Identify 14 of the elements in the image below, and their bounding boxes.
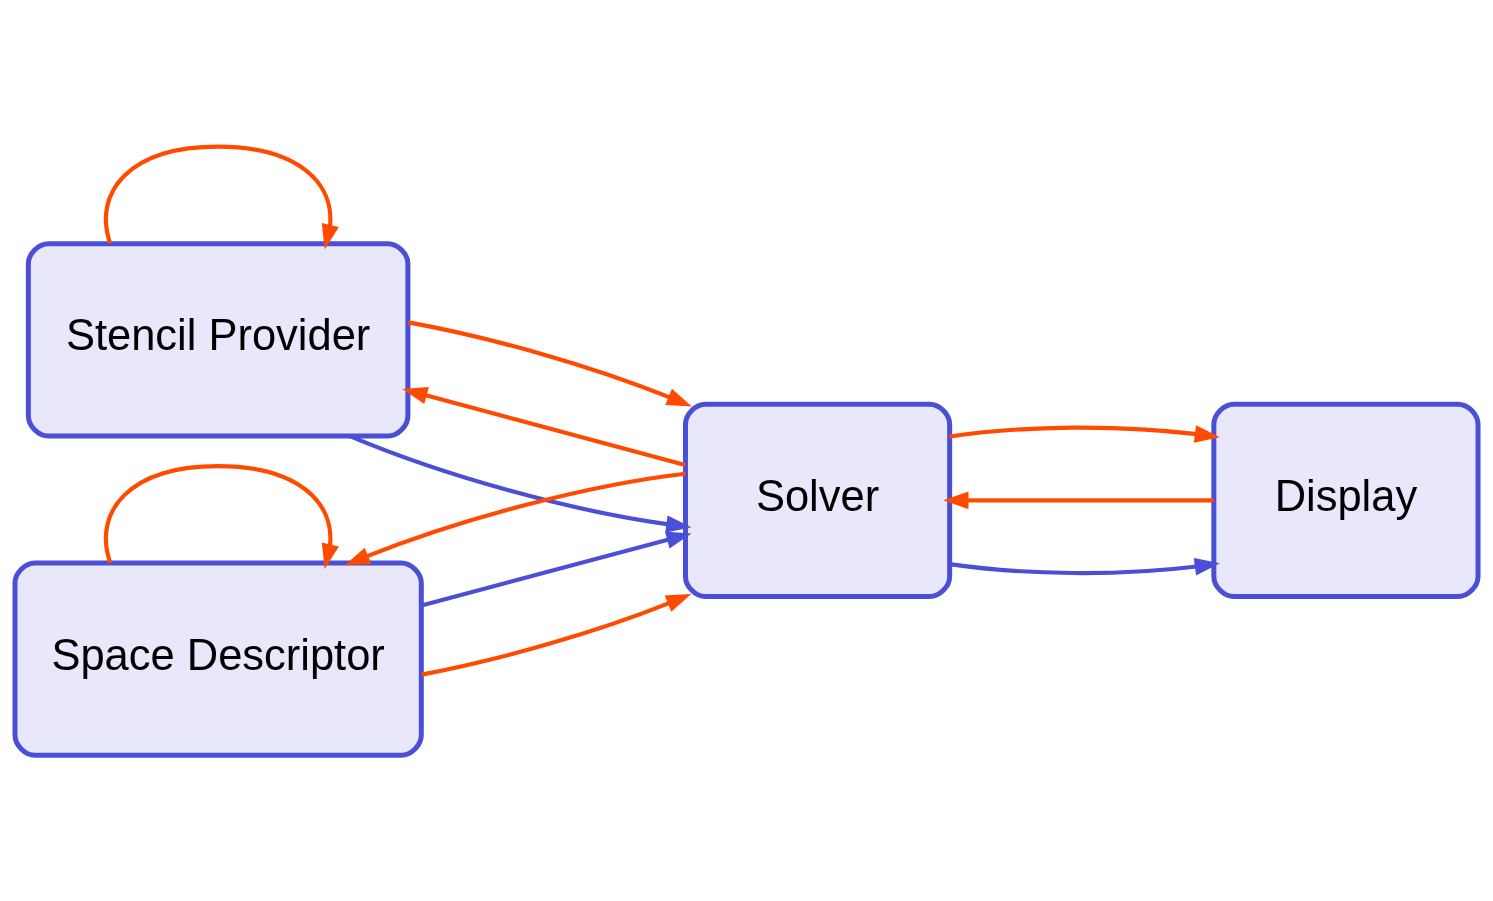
arrow	[344, 471, 686, 565]
arrow	[402, 386, 686, 467]
node-box: Space Descriptor	[12, 560, 424, 758]
arrow	[421, 530, 692, 607]
node-box: Solver	[682, 401, 953, 599]
arrow	[943, 491, 1214, 509]
arrow	[408, 319, 692, 406]
arrow	[949, 557, 1220, 575]
node-box: Stencil Provider	[25, 240, 411, 438]
arrow	[949, 424, 1220, 443]
arrow	[103, 144, 339, 250]
arrow	[421, 593, 692, 677]
arrow	[103, 463, 339, 569]
node-box: Display	[1211, 401, 1481, 599]
